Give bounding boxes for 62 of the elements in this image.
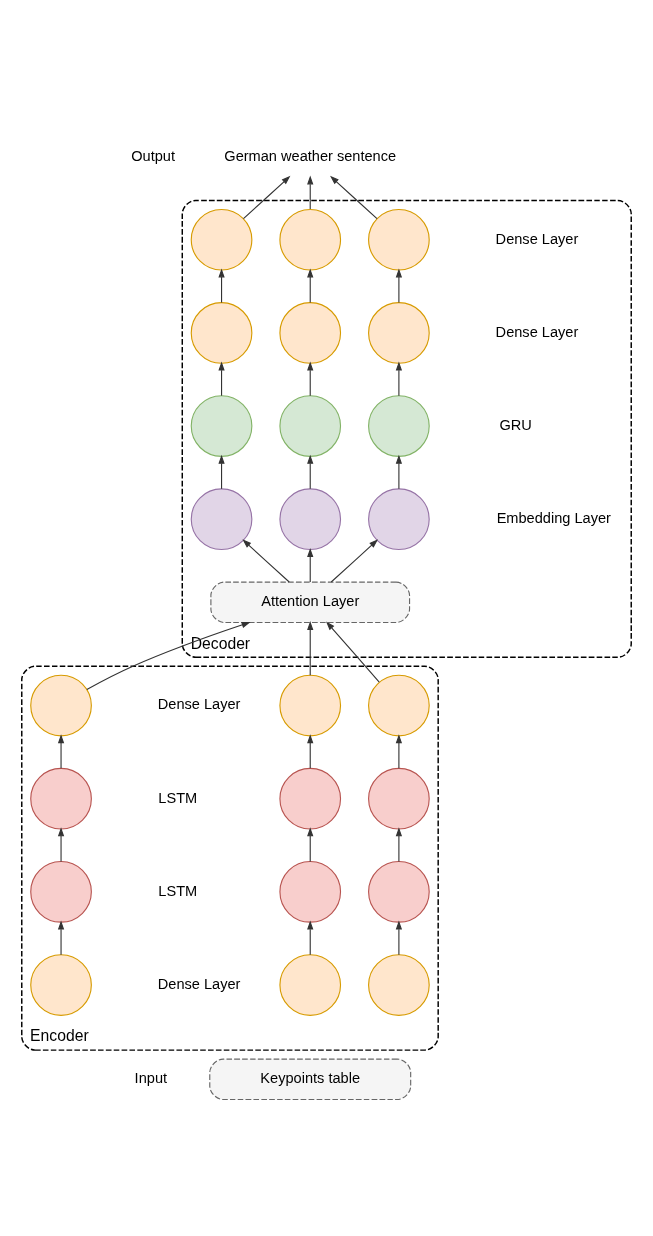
node-circle	[30, 954, 92, 1016]
node-circle	[30, 674, 92, 737]
node-circle	[368, 208, 430, 271]
node-circle	[190, 302, 253, 364]
label: Embedding Layer	[496, 510, 611, 527]
arrow	[86, 621, 251, 691]
node-circle	[279, 674, 342, 737]
node-circle	[368, 302, 430, 364]
label: Input	[134, 1070, 168, 1087]
arrow	[307, 734, 314, 769]
label: LSTM	[158, 789, 198, 806]
node-circle	[368, 861, 430, 923]
node-circle	[30, 767, 92, 830]
label: Dense Layer	[495, 323, 579, 340]
node-circle	[279, 488, 342, 551]
node-circle	[190, 395, 253, 457]
arrow	[307, 361, 314, 397]
node-text: German weather sentence	[224, 147, 397, 164]
node-circle	[279, 395, 342, 457]
label: LSTM	[158, 882, 198, 899]
node-box: Attention Layer	[210, 581, 411, 624]
arrow	[307, 548, 314, 583]
arrow	[242, 539, 290, 583]
arrow	[395, 268, 403, 304]
node-circle	[190, 208, 253, 271]
arrow	[330, 175, 378, 220]
arrow	[57, 734, 65, 769]
arrow	[307, 454, 314, 490]
arrow	[307, 268, 314, 304]
arrow	[218, 454, 225, 490]
arrow	[330, 539, 379, 583]
node-circle	[279, 954, 342, 1016]
label: Dense Layer	[495, 230, 579, 247]
node-circle	[368, 674, 430, 737]
node-circle	[279, 208, 342, 271]
label: GRU	[499, 416, 532, 433]
label: Dense Layer	[157, 975, 241, 992]
node-circle	[279, 861, 342, 923]
arrow	[307, 620, 314, 676]
arrow	[57, 920, 65, 956]
label: Output	[131, 147, 175, 164]
node-box: Keypoints table	[209, 1058, 412, 1101]
node-circle	[368, 954, 430, 1016]
arrow	[218, 268, 225, 304]
node-circle	[30, 861, 92, 923]
arrow	[307, 827, 314, 863]
arrow	[57, 827, 65, 863]
arrow	[242, 175, 291, 220]
node-circle	[368, 395, 430, 457]
arrow	[395, 734, 403, 769]
label: Dense Layer	[157, 696, 241, 713]
arrow	[326, 621, 380, 683]
arrow	[395, 827, 403, 863]
arrow	[307, 920, 314, 956]
arrow	[395, 361, 403, 397]
arrow	[218, 361, 225, 397]
arrow	[395, 920, 403, 956]
arrow	[307, 175, 314, 210]
node-circle	[368, 767, 430, 830]
node-circle	[279, 302, 342, 364]
node-circle	[279, 767, 342, 830]
arrow	[395, 454, 403, 490]
